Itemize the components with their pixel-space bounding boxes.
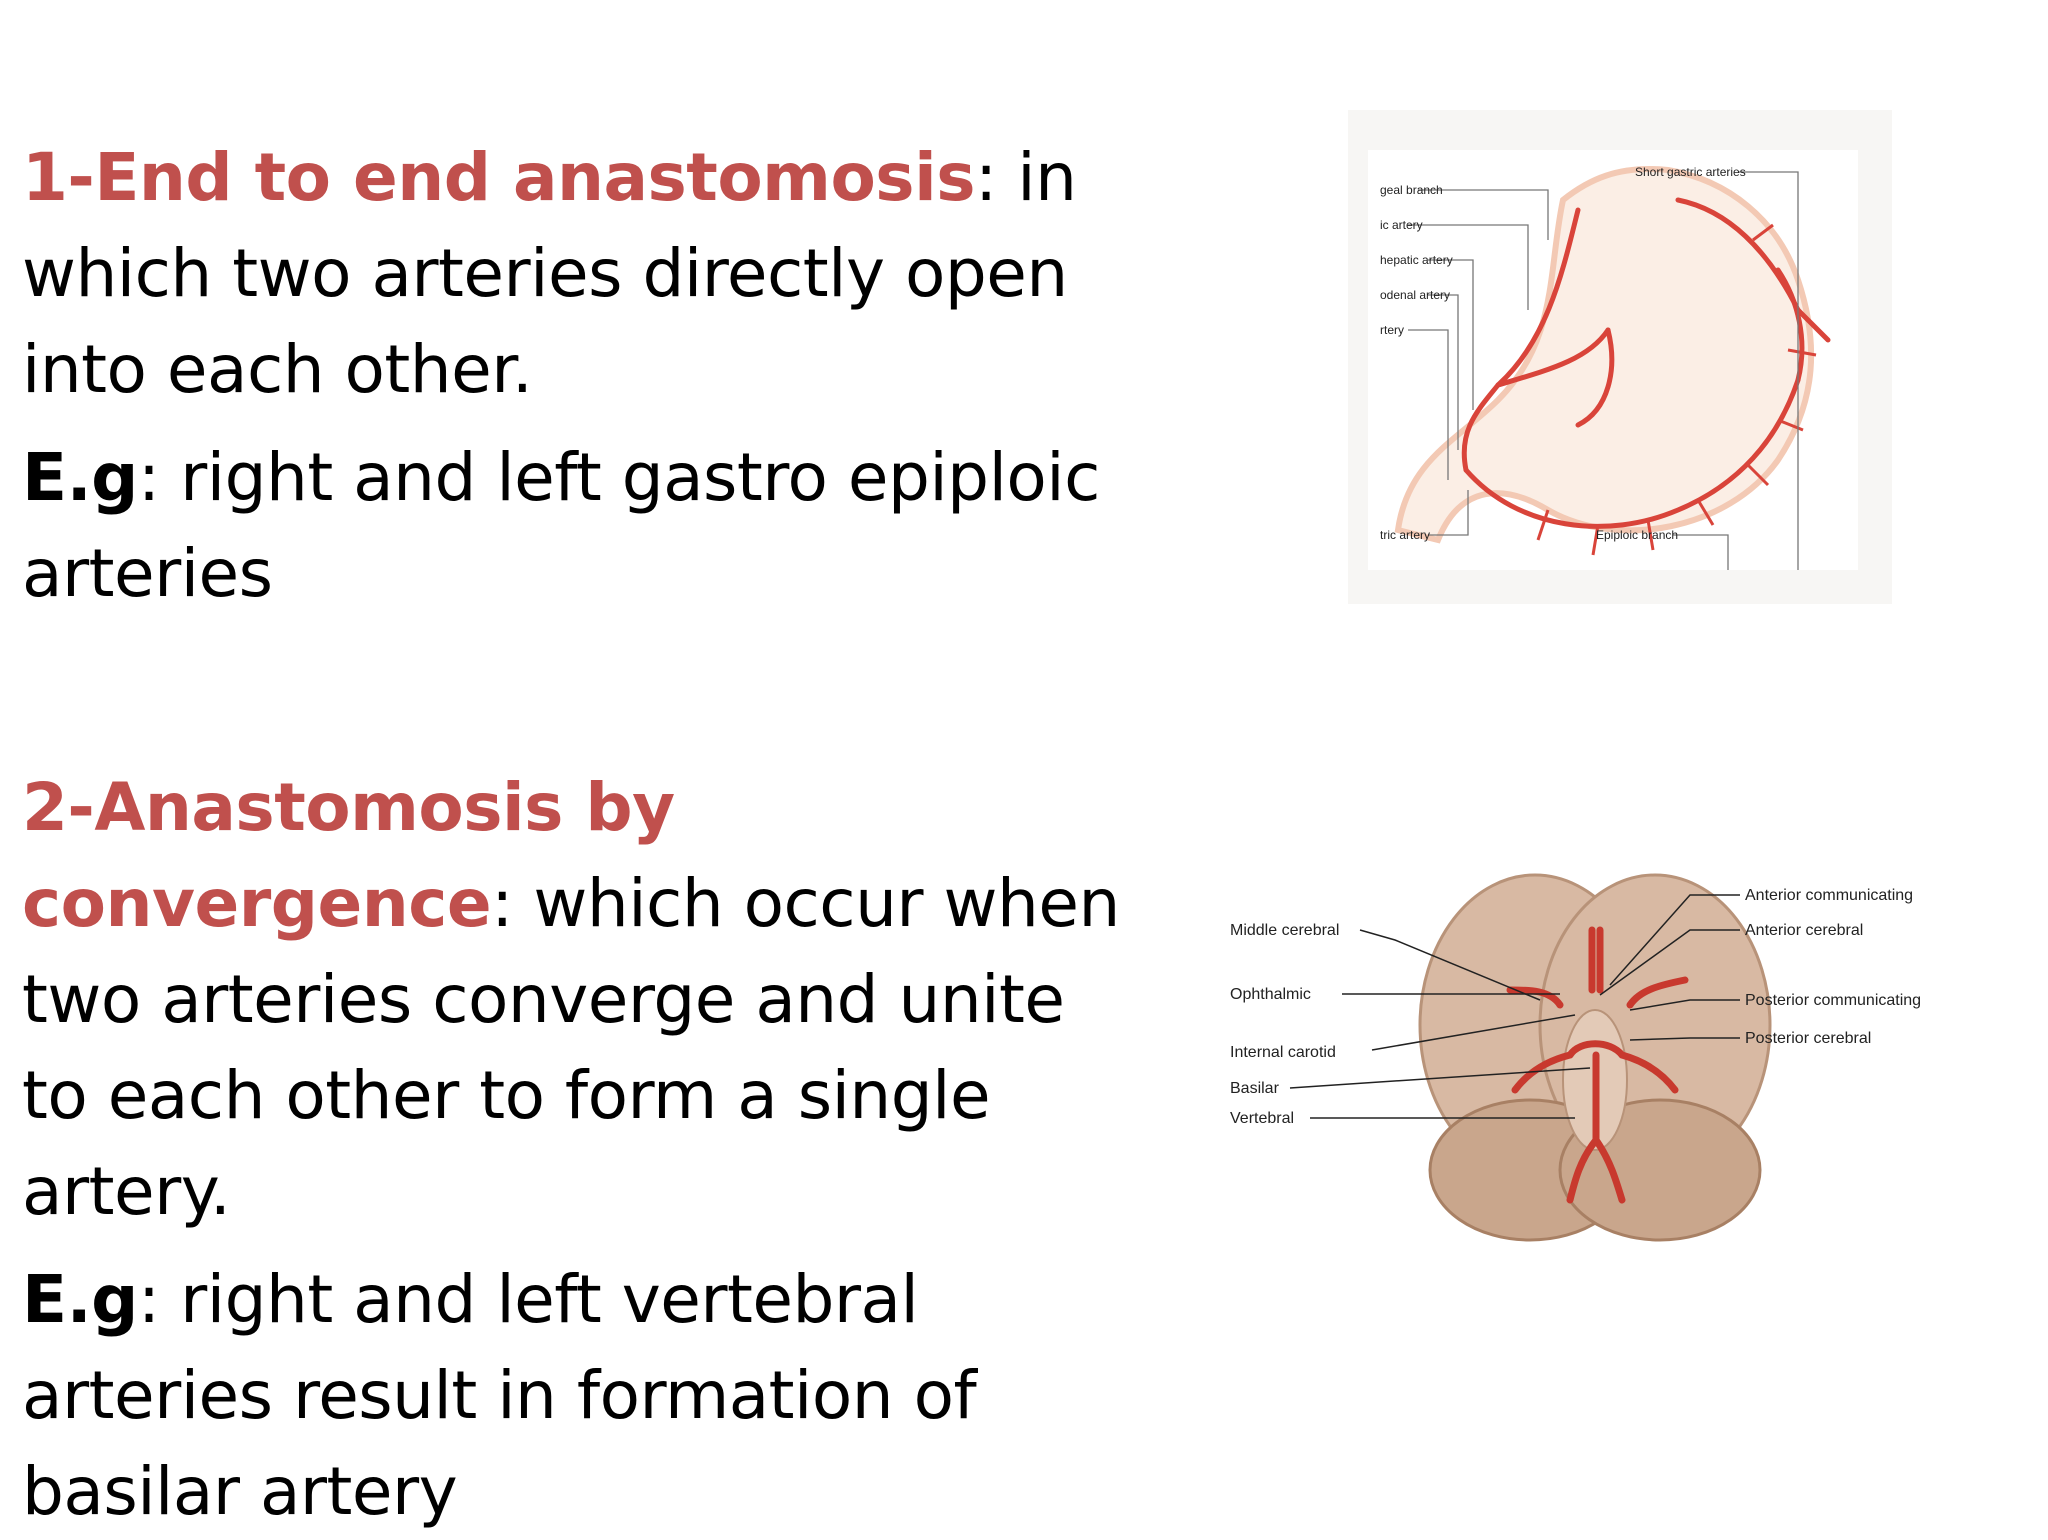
leader-lines (1408, 171, 1799, 570)
label-internal-carotid: Internal carotid (1230, 1044, 1336, 1061)
brain-arteries-figure: Middle cerebral Ophthalmic Internal caro… (1230, 840, 1950, 1260)
definition-text: which occur when two arteries converge a… (22, 865, 1120, 1230)
stomach-arteries-figure: geal branch ic artery hepatic artery ode… (1348, 110, 1892, 604)
definition-text: in which two arteries directly open into… (22, 139, 1077, 408)
example-paragraph: E.g: right and left vertebral arteries r… (22, 1252, 1142, 1540)
label-geal-branch: geal branch (1380, 183, 1443, 197)
label-basilar: Basilar (1230, 1080, 1280, 1097)
example-text: : right and left gastro epiploic arterie… (22, 439, 1100, 612)
label-rtery: rtery (1380, 323, 1404, 337)
definition-paragraph: 1-End to end anastomosis: in which two a… (22, 130, 1142, 418)
label-vertebral: Vertebral (1230, 1110, 1294, 1127)
heading-colon: : (491, 865, 513, 942)
stomach-illustration: geal branch ic artery hepatic artery ode… (1368, 150, 1858, 570)
heading-colon: : (975, 139, 997, 216)
example-label: E.g (22, 1261, 138, 1338)
label-anterior-communicating: Anterior communicating (1745, 887, 1913, 904)
example-label: E.g (22, 439, 138, 516)
label-epiploic-branch: Epiploic branch (1596, 528, 1678, 542)
label-ic-artery: ic artery (1380, 218, 1423, 232)
label-short-gastric: Short gastric arteries (1635, 165, 1746, 179)
label-ophthalmic: Ophthalmic (1230, 986, 1311, 1003)
label-posterior-communicating: Posterior communicating (1745, 992, 1921, 1009)
label-tric-artery: tric artery (1380, 528, 1430, 542)
label-odenal-artery: odenal artery (1380, 288, 1450, 302)
label-hepatic-artery: hepatic artery (1380, 253, 1453, 267)
section-heading: 2-Anastomosis by convergence (22, 769, 675, 942)
label-anterior-cerebral: Anterior cerebral (1745, 922, 1863, 939)
leader-lines (1289, 894, 1740, 1119)
definition-paragraph: 2-Anastomosis by convergence: which occu… (22, 760, 1142, 1240)
artery-branches (1536, 223, 1817, 556)
artery-network (1461, 197, 1831, 529)
stomach-outline (1394, 166, 1815, 544)
example-paragraph: E.g: right and left gastro epiploic arte… (22, 430, 1142, 622)
section-end-to-end: 1-End to end anastomosis: in which two a… (22, 130, 1142, 622)
section-convergence: 2-Anastomosis by convergence: which occu… (22, 760, 1142, 1540)
circle-of-willis (1506, 926, 1689, 1204)
section-heading: 1-End to end anastomosis (22, 139, 976, 216)
label-middle-cerebral: Middle cerebral (1230, 922, 1339, 939)
example-text: : right and left vertebral arteries resu… (22, 1261, 977, 1530)
brain-illustration: Middle cerebral Ophthalmic Internal caro… (1230, 873, 1921, 1242)
label-posterior-cerebral: Posterior cerebral (1745, 1030, 1871, 1047)
